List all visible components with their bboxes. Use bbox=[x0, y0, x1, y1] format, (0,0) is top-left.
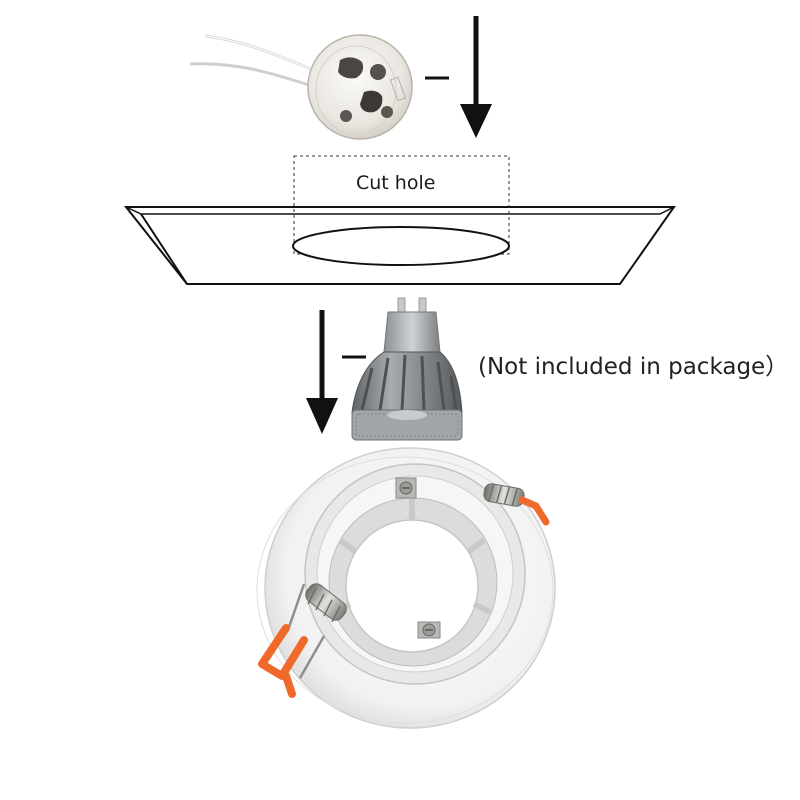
bulb-not-included-note: (Not included in package） bbox=[478, 356, 788, 379]
screw bbox=[396, 478, 416, 498]
gu10-socket-icon bbox=[190, 35, 412, 139]
down-arrow-icon bbox=[460, 16, 492, 138]
down-arrow-icon bbox=[306, 310, 338, 434]
downlight-fixture-icon bbox=[257, 448, 555, 728]
cut-hole-label: Cut hole bbox=[356, 174, 435, 193]
gu10-bulb-icon bbox=[352, 298, 462, 440]
screw bbox=[418, 622, 440, 638]
